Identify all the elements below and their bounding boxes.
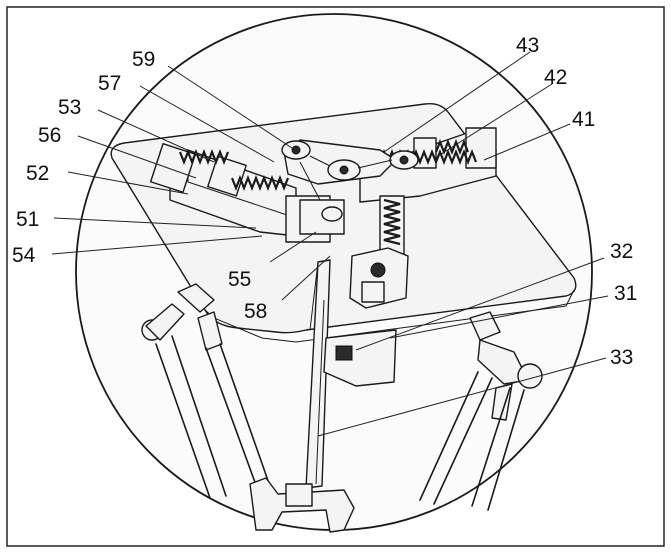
label-43: 43 <box>516 34 539 57</box>
right-arm <box>469 311 501 341</box>
label-52: 52 <box>26 162 49 185</box>
label-33: 33 <box>610 346 633 369</box>
left-arm <box>177 283 215 313</box>
label-54: 54 <box>12 244 36 267</box>
label-31: 31 <box>614 282 637 305</box>
label-58: 58 <box>244 300 267 323</box>
label-53: 53 <box>58 96 81 119</box>
reference-labels: 59 57 53 56 52 51 54 55 58 43 42 41 32 3… <box>12 34 637 369</box>
figure-frame <box>6 6 665 547</box>
center-rod <box>305 259 331 489</box>
label-42: 42 <box>544 66 567 89</box>
label-41: 41 <box>572 108 595 131</box>
label-32: 32 <box>610 240 633 263</box>
label-51: 51 <box>16 208 39 231</box>
label-59: 59 <box>132 48 155 71</box>
label-57: 57 <box>98 72 121 95</box>
mechanism-drawing <box>110 102 577 533</box>
leader-lines <box>51 51 609 437</box>
label-56: 56 <box>38 124 61 147</box>
vertical-spring <box>383 198 401 246</box>
label-55: 55 <box>228 268 251 291</box>
left-spring <box>178 149 230 165</box>
